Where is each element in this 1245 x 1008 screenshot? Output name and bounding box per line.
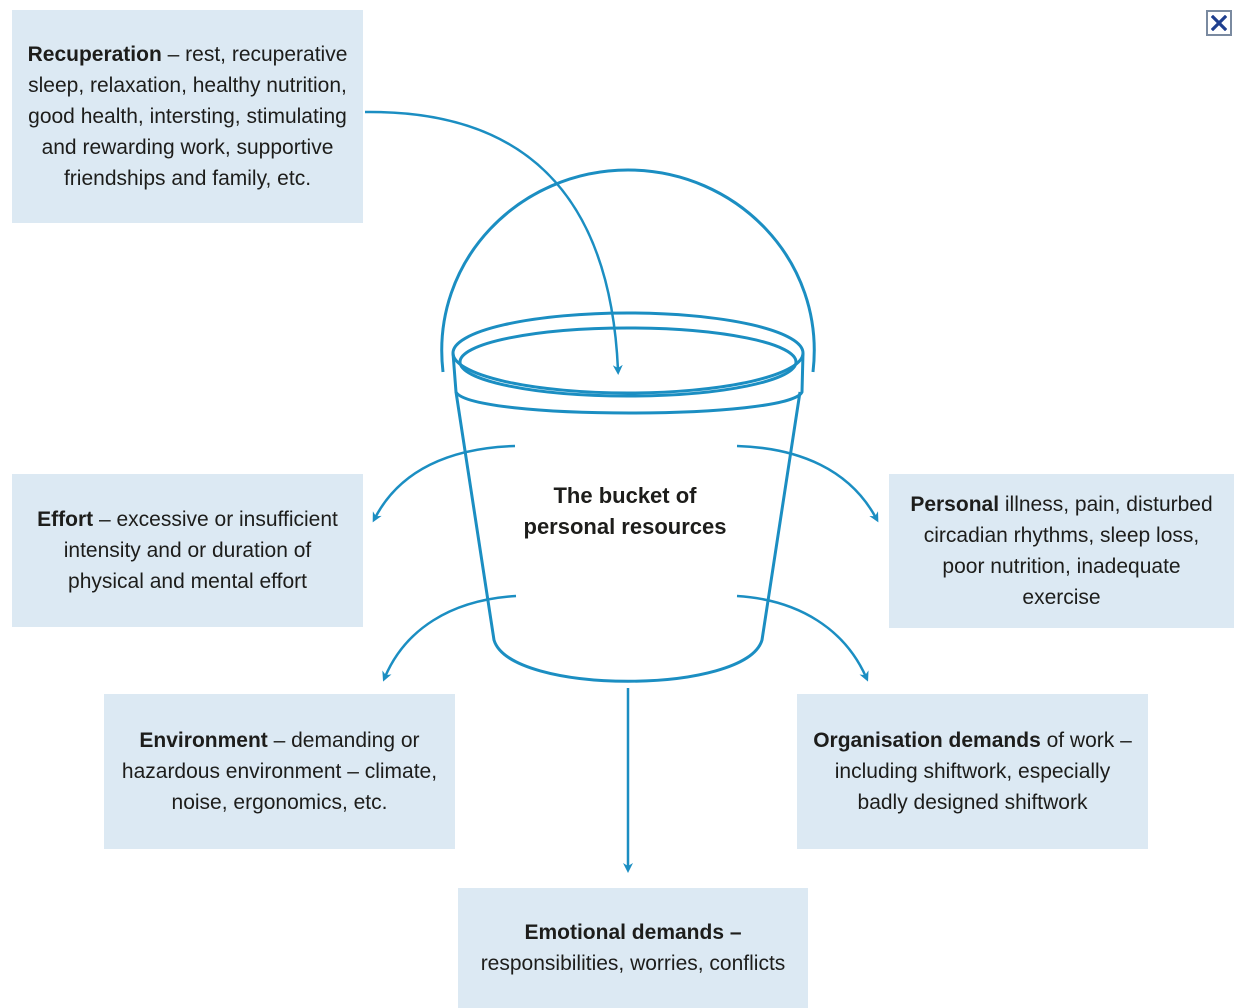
- organisation-box: Organisation demands of work – including…: [797, 694, 1148, 849]
- bucket-rim-band: [451, 352, 805, 415]
- bucket-handle: [440, 168, 816, 373]
- close-x-glyph: [1211, 15, 1227, 31]
- organisation-lead: Organisation demands: [813, 729, 1041, 752]
- organisation-text: of work – including shiftwork, especiall…: [834, 729, 1132, 814]
- arrow-effort: [372, 444, 516, 523]
- close-icon[interactable]: [1206, 10, 1232, 36]
- emotional-lead: Emotional demands –: [524, 921, 742, 944]
- environment-box: Environment – demanding or hazardous env…: [104, 694, 455, 849]
- recuperation-text: – rest, recuperative sleep, relaxation, …: [28, 43, 348, 190]
- environment-text: – demanding or hazardous environment – c…: [121, 729, 438, 814]
- bucket-rim-outer: [451, 311, 805, 395]
- environment-lead: Environment: [139, 729, 268, 752]
- personal-lead: Personal: [910, 493, 1000, 516]
- arrow-recuperation: [364, 110, 623, 375]
- recuperation-box: Recuperation – rest, recuperative sleep,…: [12, 10, 363, 223]
- bucket-label: The bucket of personal resources: [523, 483, 727, 539]
- personal-text: illness, pain, disturbed circadian rhyth…: [923, 493, 1213, 609]
- emotional-box: Emotional demands – responsibilities, wo…: [458, 888, 808, 1008]
- effort-text: – excessive or insufficient intensity an…: [63, 508, 338, 593]
- emotional-text: responsibilities, worries, conflicts: [480, 952, 786, 975]
- arrow-personal: [736, 444, 879, 523]
- bucket-rim-inner: [458, 326, 798, 398]
- effort-lead: Effort: [37, 508, 94, 531]
- recuperation-lead: Recuperation: [27, 43, 162, 66]
- effort-box: Effort – excessive or insufficient inten…: [12, 474, 363, 627]
- bucket-body: [454, 391, 802, 683]
- personal-box: Personal illness, pain, disturbed circad…: [889, 474, 1234, 628]
- arrow-organisation: [736, 594, 869, 682]
- arrow-environment: [382, 594, 517, 682]
